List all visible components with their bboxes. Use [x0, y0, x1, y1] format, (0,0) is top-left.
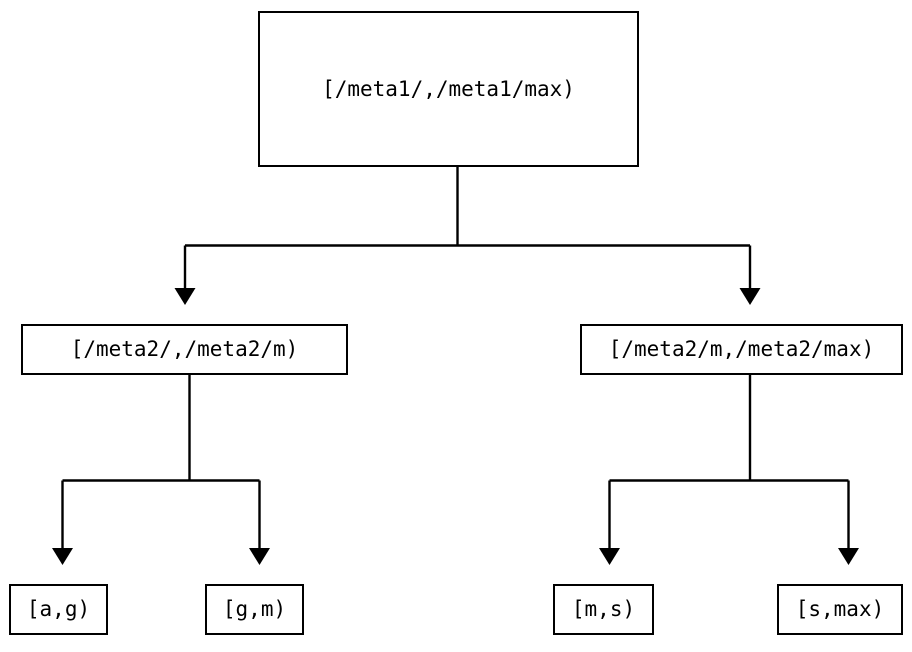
arrowhead-to-meta2-low	[174, 288, 196, 305]
tree-leaf-m-s[interactable]: [m,s)	[553, 584, 654, 635]
tree-leaf-a-g-label: [a,g)	[26, 597, 91, 621]
tree-leaf-m-s-label: [m,s)	[571, 597, 636, 621]
tree-node-meta2-high[interactable]: [/meta2/m,/meta2/max)	[580, 324, 903, 375]
tree-leaf-g-m[interactable]: [g,m)	[205, 584, 304, 635]
arrowhead-to-leaf-g-m	[249, 548, 270, 565]
tree-node-meta2-high-label: [/meta2/m,/meta2/max)	[608, 337, 875, 361]
tree-node-meta2-low[interactable]: [/meta2/,/meta2/m)	[21, 324, 348, 375]
tree-node-meta2-low-label: [/meta2/,/meta2/m)	[70, 337, 299, 361]
arrowhead-to-leaf-m-s	[599, 548, 620, 565]
tree-leaf-s-max[interactable]: [s,max)	[777, 584, 903, 635]
arrowhead-to-leaf-s-max	[838, 548, 859, 565]
tree-leaf-a-g[interactable]: [a,g)	[9, 584, 108, 635]
tree-node-root-label: [/meta1/,/meta1/max)	[322, 76, 575, 101]
arrowhead-to-leaf-a-g	[52, 548, 73, 565]
tree-leaf-s-max-label: [s,max)	[795, 597, 885, 621]
tree-node-root[interactable]: [/meta1/,/meta1/max)	[258, 11, 639, 167]
tree-leaf-g-m-label: [g,m)	[222, 597, 287, 621]
arrowhead-to-meta2-high	[739, 288, 761, 305]
